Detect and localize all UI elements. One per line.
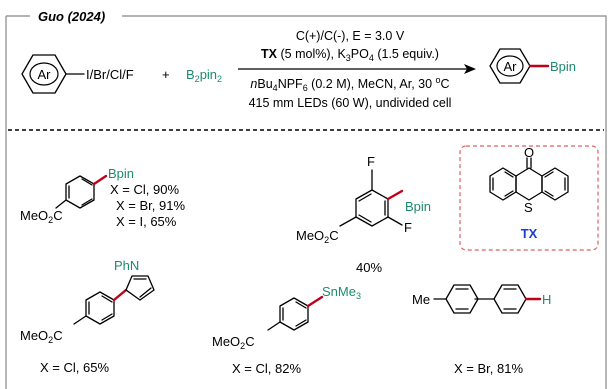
scheme-title: Guo (2024) bbox=[38, 9, 105, 24]
product-4: SnMe3 MeO2C X = Cl, 82% bbox=[212, 284, 361, 376]
aryl-boronate-product: Ar Bpin bbox=[489, 48, 576, 84]
p5-yield: X = Br, 81% bbox=[454, 361, 523, 376]
svg-text:O: O bbox=[524, 145, 534, 160]
p3-yield: X = Cl, 65% bbox=[40, 360, 109, 375]
p1-yield-i: X = I, 65% bbox=[116, 214, 177, 229]
svg-text:PhN: PhN bbox=[114, 258, 139, 273]
halide-label: I/Br/Cl/F bbox=[86, 67, 134, 82]
frame-border bbox=[5, 15, 607, 389]
condition-line-3: nBu4NPF6 (0.2 M), MeCN, Ar, 30 oC bbox=[250, 75, 449, 93]
p4-snme3: SnMe3 bbox=[322, 284, 361, 301]
svg-text:Bpin: Bpin bbox=[405, 199, 431, 214]
product-2: F Bpin F MeO2C 40% bbox=[296, 154, 431, 275]
p1-ester: MeO2C bbox=[20, 208, 63, 225]
p1-yield-cl: X = Cl, 90% bbox=[110, 182, 179, 197]
product-5: Me H X = Br, 81% bbox=[412, 284, 551, 376]
b2pin2-reagent: B2pin2 bbox=[186, 67, 222, 84]
tx-catalyst: O S TX bbox=[459, 145, 599, 251]
svg-text:S: S bbox=[524, 200, 533, 215]
ar-label: Ar bbox=[38, 67, 52, 82]
arrow-head bbox=[464, 64, 476, 74]
aryl-halide: Ar I/Br/Cl/F bbox=[21, 54, 134, 94]
p4-yield: X = Cl, 82% bbox=[232, 361, 301, 376]
p4-ester: MeO2C bbox=[212, 334, 255, 351]
tx-label: TX bbox=[521, 226, 538, 241]
svg-text:F: F bbox=[367, 154, 375, 169]
svg-text:H: H bbox=[542, 292, 551, 307]
product-1: Bpin MeO2C X = Cl, 90% X = Br, 91% X = I… bbox=[20, 166, 185, 229]
p1-yield-br: X = Br, 91% bbox=[116, 198, 185, 213]
condition-line-4: 415 mm LEDs (60 W), undivided cell bbox=[249, 96, 452, 110]
tx-dashed-box bbox=[459, 145, 599, 251]
condition-line-1: C(+)/C(-), E = 3.0 V bbox=[296, 29, 405, 43]
product-3: PhN MeO2C X = Cl, 65% bbox=[20, 258, 155, 375]
plus-sign: + bbox=[162, 67, 170, 82]
p2-yield: 40% bbox=[356, 260, 382, 275]
svg-text:Bpin: Bpin bbox=[108, 166, 134, 181]
p2-ester: MeO2C bbox=[296, 228, 339, 245]
p3-ester: MeO2C bbox=[20, 328, 63, 345]
svg-text:F: F bbox=[404, 220, 412, 235]
product-bpin-label: Bpin bbox=[550, 59, 576, 74]
svg-text:Ar: Ar bbox=[504, 59, 518, 74]
condition-line-2: TX (5 mol%), K3PO4 (1.5 equiv.) bbox=[261, 47, 439, 63]
svg-text:Me: Me bbox=[412, 292, 430, 307]
